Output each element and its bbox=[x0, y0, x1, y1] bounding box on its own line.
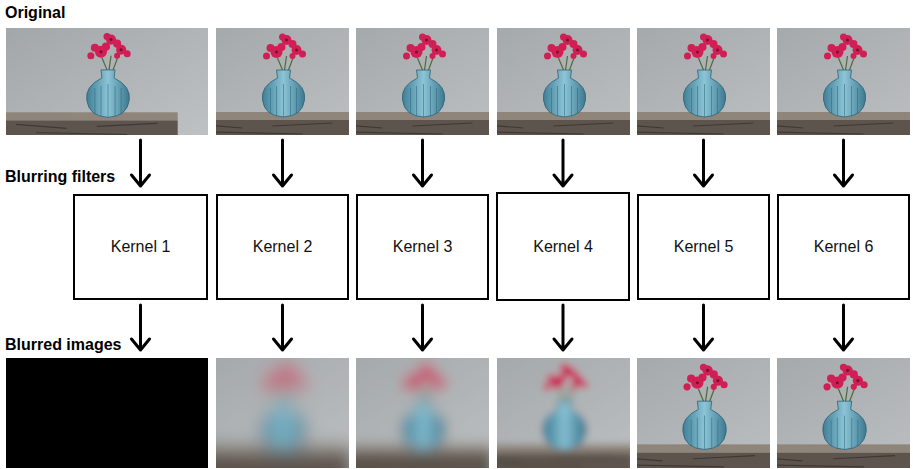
row-label: Blurring filters bbox=[5, 168, 115, 186]
kernel-label: Kernel 2 bbox=[253, 238, 313, 256]
flow-arrow bbox=[835, 140, 853, 186]
kernel-box: Kernel 4 bbox=[496, 192, 630, 301]
flow-arrow bbox=[132, 140, 150, 186]
kernel-label: Kernel 1 bbox=[111, 238, 171, 256]
kernel-box: Kernel 2 bbox=[216, 194, 349, 300]
kernel-box: Kernel 5 bbox=[637, 194, 770, 300]
kernel-box: Kernel 3 bbox=[356, 194, 489, 300]
kernel-box: Kernel 1 bbox=[73, 194, 208, 300]
flow-arrow bbox=[695, 140, 713, 186]
flow-arrow bbox=[554, 140, 572, 186]
flow-arrow bbox=[414, 140, 432, 186]
flow-arrow bbox=[554, 305, 572, 350]
flow-arrow bbox=[835, 305, 853, 350]
row-label: Blurred images bbox=[5, 336, 121, 354]
row-label: Original bbox=[5, 4, 65, 22]
flow-arrow bbox=[132, 305, 150, 350]
flow-arrow bbox=[695, 305, 713, 350]
kernel-box: Kernel 6 bbox=[777, 194, 910, 300]
kernel-label: Kernel 3 bbox=[393, 238, 453, 256]
kernel-label: Kernel 4 bbox=[533, 238, 593, 256]
flow-arrow bbox=[274, 305, 292, 350]
flow-arrow bbox=[414, 305, 432, 350]
flow-arrow bbox=[274, 140, 292, 186]
kernel-label: Kernel 6 bbox=[814, 238, 874, 256]
kernel-label: Kernel 5 bbox=[674, 238, 734, 256]
